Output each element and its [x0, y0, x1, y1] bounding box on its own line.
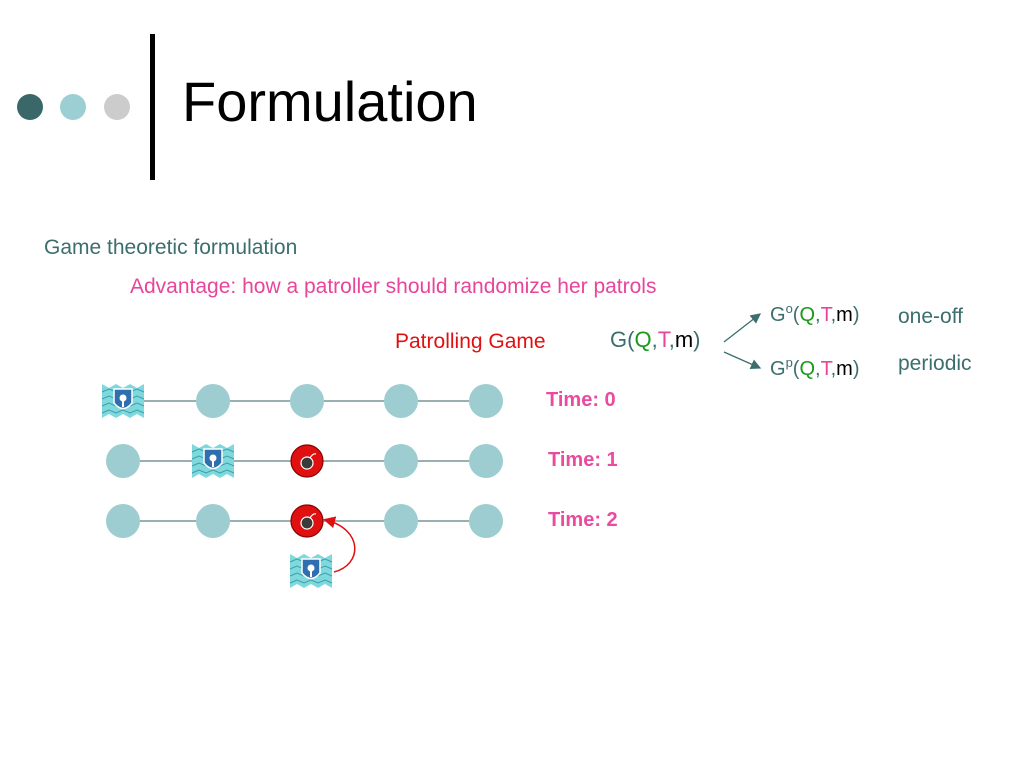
notation-t: T — [657, 327, 669, 352]
periodic-label: periodic — [898, 352, 972, 375]
notation-q: Q — [799, 358, 816, 380]
notation-comma: , — [651, 327, 658, 352]
arrow-oneoff — [723, 313, 762, 343]
branch-arrows — [723, 313, 762, 370]
notation-q: Q — [634, 327, 652, 352]
notation-comma: , — [830, 358, 837, 380]
notation-g: G — [770, 304, 786, 326]
notation-close: ) — [852, 358, 860, 380]
time-label-2: Time: 2 — [548, 509, 618, 531]
node-row1-col4 — [469, 444, 503, 478]
node-row1-col3 — [384, 444, 418, 478]
slide-title: Formulation — [182, 70, 478, 133]
arrow-periodic — [723, 351, 762, 370]
decor-dot-light — [104, 94, 130, 120]
move-arrow — [323, 516, 356, 573]
patrolling-game-label: Patrolling Game — [395, 330, 546, 353]
heading-text: Game theoretic formulation — [44, 236, 298, 259]
notation-sup-o: o — [785, 301, 793, 316]
node-row0-col3 — [384, 384, 418, 418]
notation-t: T — [820, 358, 831, 380]
decor-dot-mid — [60, 94, 86, 120]
notation-open: ( — [792, 304, 800, 326]
notation-g: G — [610, 327, 628, 352]
oneoff-label: one-off — [898, 305, 963, 328]
notation-comma: , — [668, 327, 675, 352]
periodic-notation: Gp(Q,T,m) — [770, 356, 860, 379]
notation-open: ( — [627, 327, 635, 352]
patrol-graph — [101, 384, 503, 588]
notation-open: ( — [792, 358, 800, 380]
notation-m: m — [836, 304, 853, 326]
title-divider — [150, 34, 155, 180]
bomb-icon — [290, 444, 324, 478]
node-row1-col0 — [106, 444, 140, 478]
time-label-0: Time: 0 — [546, 389, 616, 411]
notation-m: m — [674, 327, 694, 352]
node-row2-col1 — [196, 504, 230, 538]
notation-comma: , — [830, 304, 837, 326]
notation-close: ) — [852, 304, 860, 326]
notation-sup-p: p — [785, 355, 793, 370]
node-row0-col2 — [290, 384, 324, 418]
oneoff-notation: Go(Q,T,m) — [770, 302, 860, 325]
node-row2-col0 — [106, 504, 140, 538]
node-row2-col4 — [469, 504, 503, 538]
notation-close: ) — [693, 327, 701, 352]
patroller-icon — [289, 554, 333, 588]
decor-dot-dark — [17, 94, 43, 120]
patroller-icon — [191, 444, 235, 478]
node-row0-col4 — [469, 384, 503, 418]
notation-t: T — [820, 304, 831, 326]
advantage-text: Advantage: how a patroller should random… — [130, 275, 657, 298]
notation-comma: , — [815, 358, 821, 380]
bomb-icon — [290, 504, 324, 538]
notation-q: Q — [799, 304, 816, 326]
notation-comma: , — [815, 304, 821, 326]
time-label-1: Time: 1 — [548, 449, 618, 471]
notation-g: G — [770, 358, 786, 380]
game-notation: G(Q,T,m) — [610, 329, 700, 351]
node-row0-col1 — [196, 384, 230, 418]
notation-m: m — [836, 358, 853, 380]
patroller-icon — [101, 384, 145, 418]
node-row2-col3 — [384, 504, 418, 538]
